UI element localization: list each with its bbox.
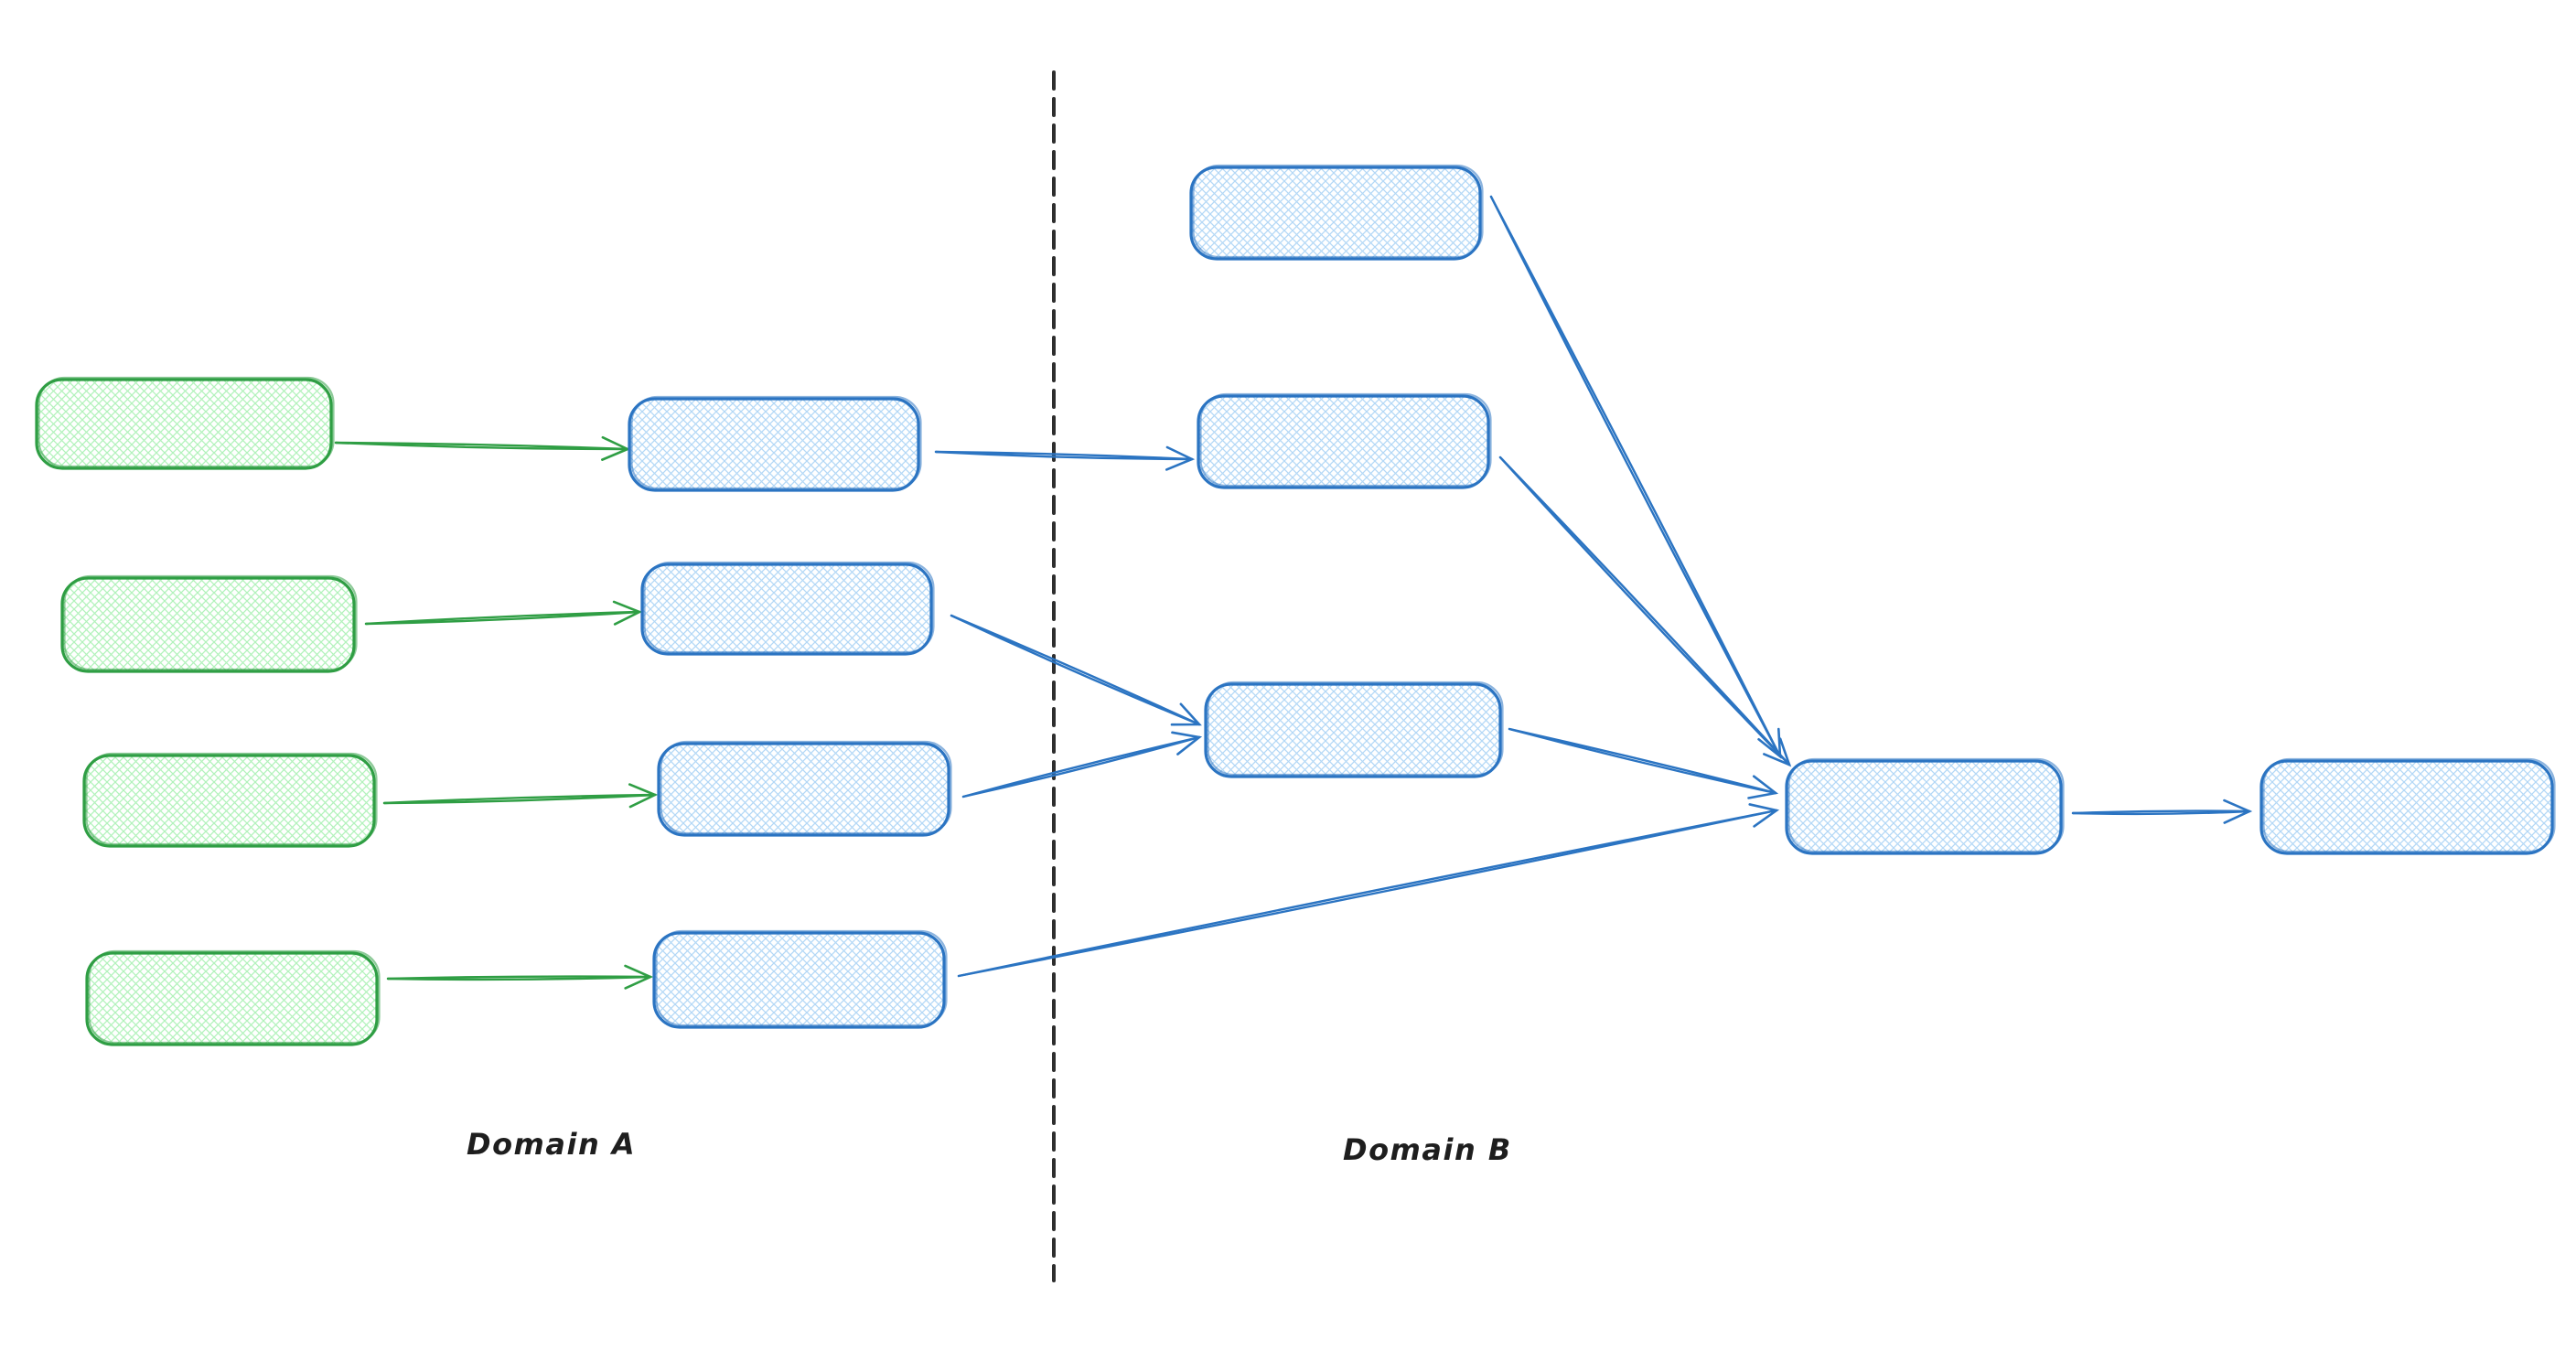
node-domain-a-source-3 bbox=[82, 752, 378, 848]
arrowhead-icon bbox=[1165, 445, 1196, 471]
node-domain-b-output bbox=[2259, 757, 2556, 855]
arrowhead-icon bbox=[1171, 731, 1203, 756]
node-domain-b-node-2 bbox=[1197, 392, 1492, 489]
edge-domain-a-source-3--domain-a-target-3 bbox=[382, 783, 659, 809]
domain-b-label: Domain B bbox=[1343, 1132, 1512, 1167]
edge-domain-b-merge--domain-b-output bbox=[2071, 799, 2253, 824]
arrowhead-icon bbox=[2223, 799, 2253, 824]
edge-domain-a-target-3--domain-b-node-3 bbox=[961, 731, 1203, 799]
node-domain-a-target-4 bbox=[652, 929, 948, 1029]
arrowhead-icon bbox=[628, 783, 659, 809]
arrowhead-icon bbox=[1747, 775, 1779, 799]
edge-domain-a-source-4--domain-a-target-4 bbox=[386, 964, 654, 990]
edge-domain-a-target-1--domain-b-node-2 bbox=[934, 445, 1196, 471]
node-domain-a-source-1 bbox=[35, 376, 335, 470]
node-domain-a-source-2 bbox=[60, 574, 358, 673]
arrowhead-icon bbox=[624, 964, 654, 990]
arrowhead-icon bbox=[601, 435, 631, 461]
domain-a-label: Domain A bbox=[467, 1127, 636, 1162]
edge-domain-a-target-4--domain-b-merge bbox=[957, 803, 1780, 978]
edge-domain-a-target-2--domain-b-node-3 bbox=[950, 614, 1202, 726]
nodes-layer bbox=[35, 164, 2556, 1046]
edge-domain-b-node-1--domain-b-merge bbox=[1489, 195, 1782, 759]
edge-domain-a-source-2--domain-a-target-2 bbox=[364, 600, 643, 626]
edges-layer bbox=[334, 195, 2253, 990]
edge-domain-b-node-3--domain-b-merge bbox=[1508, 727, 1779, 799]
edge-domain-b-node-2--domain-b-merge bbox=[1498, 456, 1792, 767]
node-domain-a-source-4 bbox=[85, 949, 381, 1046]
arrowhead-icon bbox=[1170, 702, 1202, 726]
edge-domain-a-source-1--domain-a-target-1 bbox=[334, 435, 631, 461]
node-domain-b-node-3 bbox=[1204, 681, 1504, 778]
node-domain-a-target-1 bbox=[628, 395, 922, 492]
node-domain-b-node-1 bbox=[1189, 164, 1484, 261]
arrowhead-icon bbox=[1763, 737, 1792, 767]
arrowhead-icon bbox=[1748, 803, 1780, 828]
node-domain-a-target-2 bbox=[640, 561, 935, 656]
node-domain-b-merge bbox=[1785, 757, 2065, 855]
arrowhead-icon bbox=[612, 600, 643, 626]
node-domain-a-target-3 bbox=[657, 740, 952, 837]
